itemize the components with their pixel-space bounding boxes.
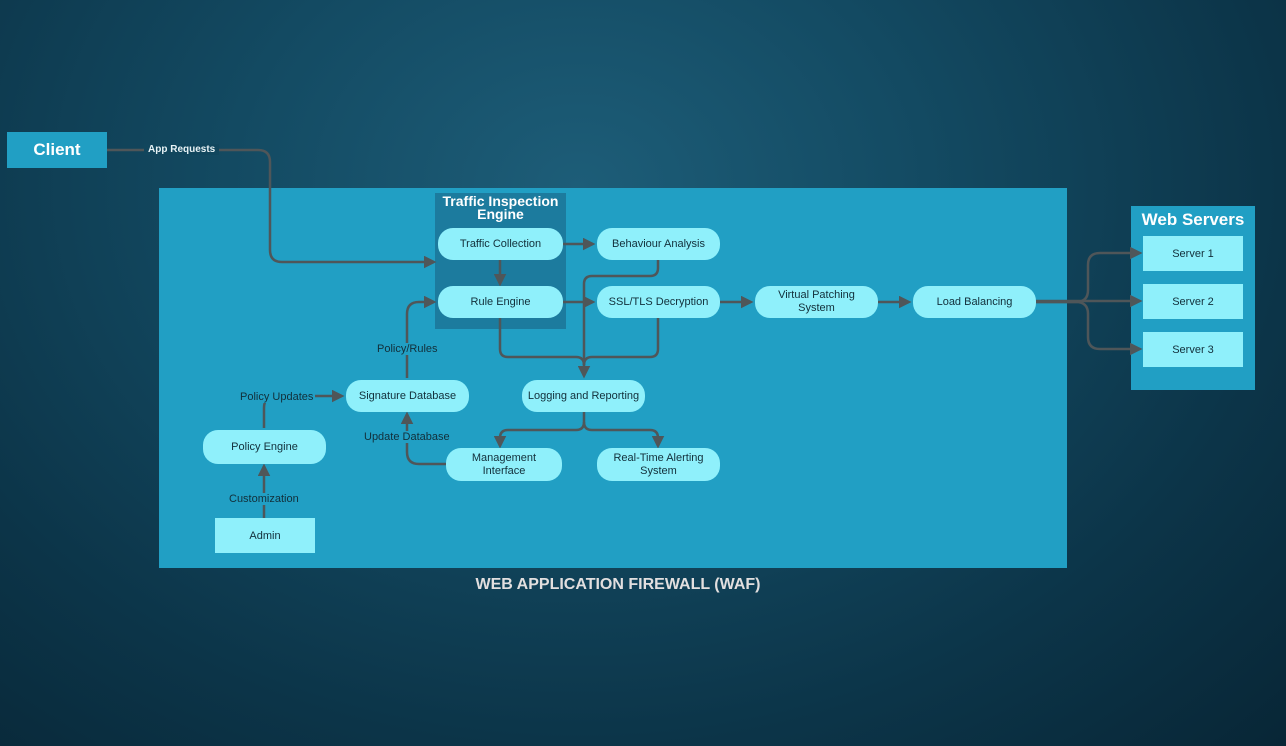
policy-rules-label: Policy/Rules xyxy=(376,343,439,355)
traffic-collection-node: Traffic Collection xyxy=(438,228,563,260)
realtime-alerting-node: Real-Time Alerting System xyxy=(597,448,720,481)
admin-node: Admin xyxy=(215,518,315,553)
edge-logging-alerting xyxy=(582,421,665,449)
ssl-tls-decryption-node: SSL/TLS Decryption xyxy=(597,286,720,318)
server-2-node: Server 2 xyxy=(1143,284,1243,319)
edge-ssl-logging xyxy=(582,318,660,366)
web-servers-title: Web Servers xyxy=(1141,210,1245,229)
load-balancing-node: Load Balancing xyxy=(913,286,1036,318)
policy-updates-label: Policy Updates xyxy=(238,391,316,403)
behaviour-analysis-node: Behaviour Analysis xyxy=(597,228,720,260)
logging-reporting-node: Logging and Reporting xyxy=(522,380,645,412)
edge-client-traffic-collection xyxy=(107,148,437,269)
policy-engine-node: Policy Engine xyxy=(203,430,326,464)
edge-logging-split xyxy=(493,412,586,449)
edge-load-balancing-server-1 xyxy=(1036,246,1143,304)
signature-database-node: Signature Database xyxy=(346,380,469,412)
management-interface-node: Management Interface xyxy=(446,448,562,481)
server-1-node: Server 1 xyxy=(1143,236,1243,271)
edge-management-signature xyxy=(400,411,446,466)
diagram-title: WEB APPLICATION FIREWALL (WAF) xyxy=(475,576,761,593)
app-requests-label: App Requests xyxy=(144,144,220,155)
edge-signature-rule-engine xyxy=(405,295,437,378)
traffic-inspection-engine-title: Traffic Inspection Engine xyxy=(442,193,559,222)
update-database-label: Update Database xyxy=(362,431,452,443)
virtual-patching-node: Virtual Patching System xyxy=(755,286,878,318)
client-node: Client xyxy=(7,132,107,168)
edge-rule-logging xyxy=(498,318,586,366)
edge-load-balancing-server-3 xyxy=(1036,300,1143,356)
customization-label: Customization xyxy=(227,493,301,505)
rule-engine-node: Rule Engine xyxy=(438,286,563,318)
edge-behaviour-logging xyxy=(577,260,660,379)
server-3-node: Server 3 xyxy=(1143,332,1243,367)
